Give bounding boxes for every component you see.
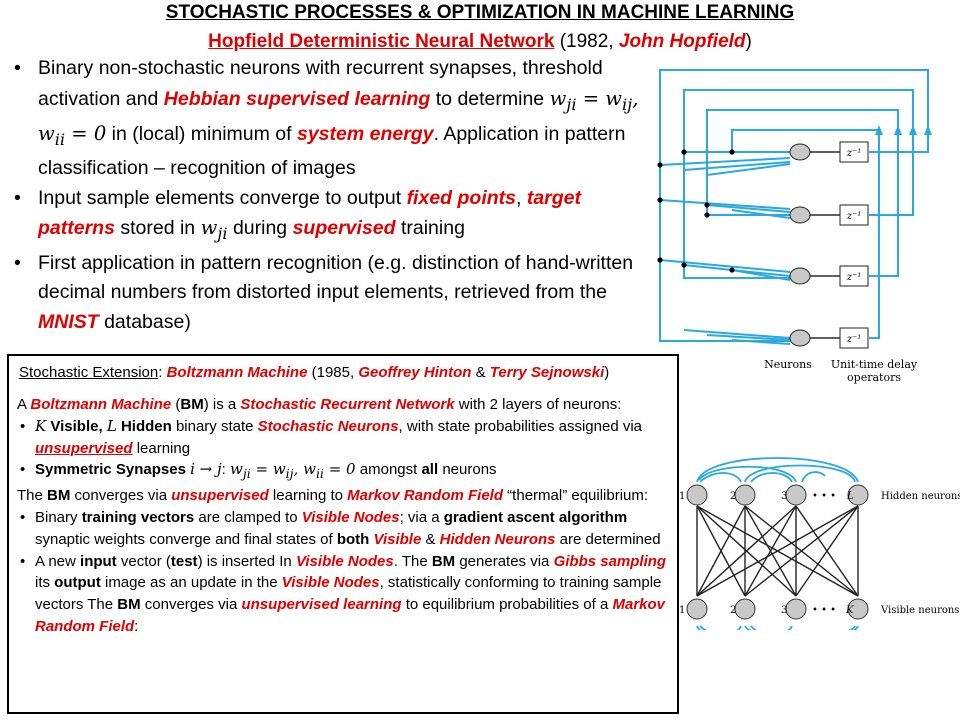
visible-num-1: 1 bbox=[679, 605, 685, 616]
visible-num-k: K bbox=[845, 605, 854, 616]
hidden-num-1: 1 bbox=[679, 491, 685, 502]
bm-bullet-testing: A new input vector (test) is inserted In… bbox=[17, 551, 675, 638]
hidden-neuron bbox=[847, 484, 869, 506]
bm-convergence: The BM converges via unsupervised learni… bbox=[17, 487, 649, 505]
svg-text:z⁻¹: z⁻¹ bbox=[846, 148, 862, 159]
visible-neuron bbox=[847, 598, 869, 620]
hidden-neuron bbox=[734, 484, 756, 506]
hopfield-network-diagram: z⁻¹ z⁻¹ z⁻¹ z⁻¹ Neurons Unit-time delay … bbox=[657, 69, 932, 384]
bm-bullet-synapses: Symmetric Synapses i → j: wji = wij, wii… bbox=[17, 459, 675, 485]
hopfield-neuron bbox=[789, 267, 811, 285]
delay-operator bbox=[839, 327, 869, 349]
hidden-neurons-label: Hidden neurons bbox=[881, 491, 960, 502]
neurons-label: Neurons bbox=[764, 358, 812, 371]
page-title: STOCHASTIC PROCESSES & OPTIMIZATION IN M… bbox=[165, 2, 795, 23]
page-subtitle: Hopfield Deterministic Neural Network (1… bbox=[208, 31, 752, 52]
hopfield-bullets: Binary non-stochastic neurons with recur… bbox=[10, 54, 640, 337]
visible-num-2: 2 bbox=[730, 605, 736, 616]
bullet-hopfield-convergence: Input sample elements converge to output… bbox=[10, 184, 640, 249]
delay-operator bbox=[839, 141, 869, 163]
visible-neuron bbox=[734, 598, 756, 620]
delay-label-1: Unit-time delay bbox=[831, 358, 918, 371]
boltzmann-box-body: A Boltzmann Machine (BM) is a Stochastic… bbox=[17, 394, 675, 638]
bm-intro: A Boltzmann Machine (BM) is a Stochastic… bbox=[17, 396, 622, 413]
svg-text:z⁻¹: z⁻¹ bbox=[846, 334, 862, 345]
boltzmann-machine-diagram: 1 2 3 L • • • Hidden neurons 1 2 3 K • •… bbox=[679, 457, 960, 630]
visible-num-3: 3 bbox=[781, 605, 787, 616]
bm-bullet-training: Binary training vectors are clamped to V… bbox=[17, 507, 675, 551]
hidden-num-3: 3 bbox=[781, 491, 787, 502]
hidden-dots: • • • bbox=[812, 491, 836, 502]
hopfield-neuron bbox=[789, 329, 811, 347]
visible-neuron bbox=[785, 598, 807, 620]
delay-operator bbox=[839, 204, 869, 226]
bullet-hopfield-neurons: Binary non-stochastic neurons with recur… bbox=[10, 54, 640, 184]
hidden-neuron bbox=[785, 484, 807, 506]
svg-text:z⁻¹: z⁻¹ bbox=[846, 272, 862, 283]
svg-text:z⁻¹: z⁻¹ bbox=[846, 211, 862, 222]
hopfield-neuron bbox=[789, 143, 811, 161]
delay-operator bbox=[839, 265, 869, 287]
hidden-num-2: 2 bbox=[730, 491, 736, 502]
boltzmann-box-heading: Stochastic Extension: Boltzmann Machine … bbox=[19, 364, 610, 381]
visible-dots: • • • bbox=[812, 605, 836, 616]
hidden-neuron bbox=[686, 484, 708, 506]
bm-bullet-neurons: K Visible, L Hidden binary state Stochas… bbox=[17, 416, 675, 460]
bullet-hopfield-application: First application in pattern recognition… bbox=[10, 249, 640, 338]
hopfield-neuron bbox=[789, 206, 811, 224]
visible-neurons-label: Visible neurons bbox=[880, 605, 959, 616]
hidden-num-l: L bbox=[846, 491, 854, 502]
boltzmann-box bbox=[7, 354, 679, 714]
delay-label-2: operators bbox=[847, 371, 901, 384]
visible-neuron bbox=[686, 598, 708, 620]
